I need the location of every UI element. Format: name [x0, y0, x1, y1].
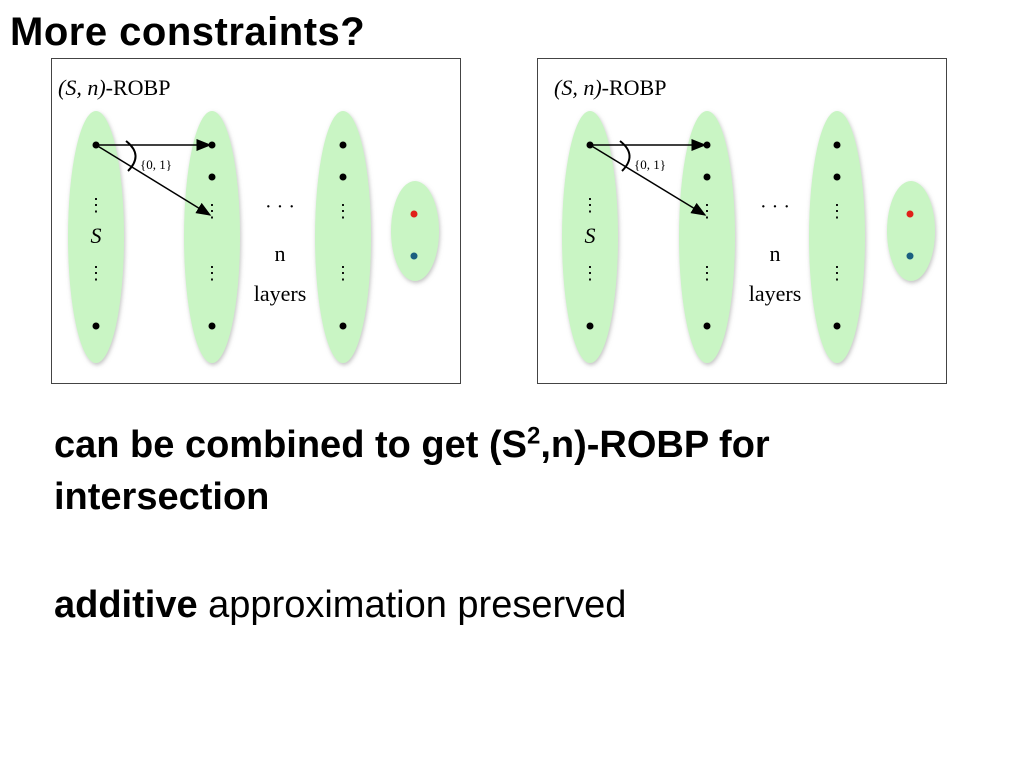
edge-label: {0, 1} [634, 157, 666, 172]
layer-n-ellipse [809, 111, 865, 363]
state-node [208, 173, 216, 181]
vertical-ellipsis: ⋮ [203, 263, 221, 283]
panel-label-suffix: -ROBP [106, 75, 171, 100]
body-line-3: additive approximation preserved [54, 580, 626, 630]
accept-node [410, 210, 418, 218]
horizontal-ellipsis: · · · [760, 196, 790, 218]
vertical-ellipsis: ⋮ [203, 201, 221, 221]
reject-node [410, 252, 418, 260]
output-ellipse [887, 181, 935, 281]
layers-label: layers [749, 281, 802, 306]
vertical-ellipsis: ⋮ [581, 195, 599, 215]
body-line-3-bold: additive [54, 584, 198, 626]
slide-title: More constraints? [10, 10, 366, 54]
vertical-ellipsis: ⋮ [581, 263, 599, 283]
layer-1-ellipse [68, 111, 124, 363]
body-line-2: intersection [54, 476, 270, 518]
vertical-ellipsis: ⋮ [698, 201, 716, 221]
state-node [339, 173, 347, 181]
layers-label: layers [254, 281, 307, 306]
vertical-ellipsis: ⋮ [828, 201, 846, 221]
layer-2-ellipse [679, 111, 735, 363]
state-label: S [585, 223, 596, 248]
output-ellipse [391, 181, 439, 281]
vertical-ellipsis: ⋮ [87, 263, 105, 283]
accept-node [906, 210, 914, 218]
robp-diagram-right: (S, n)-ROBP ⋮ S ⋮ ⋮ ⋮ ⋮ ⋮ {0, 1} · · · n… [537, 58, 947, 384]
n-label: n [275, 241, 286, 266]
choice-brace-icon [619, 140, 631, 172]
robp-svg-left: (S, n)-ROBP ⋮ S ⋮ ⋮ ⋮ ⋮ ⋮ {0, 1} · · · [58, 75, 439, 363]
state-node [833, 173, 841, 181]
panel-label-prefix: (S, n) [58, 75, 106, 100]
vertical-ellipsis: ⋮ [698, 263, 716, 283]
svg-text:(S, n)-ROBP: (S, n)-ROBP [58, 75, 170, 100]
reject-node [906, 252, 914, 260]
layer-1-ellipse [562, 111, 618, 363]
vertical-ellipsis: ⋮ [334, 263, 352, 283]
body-line-3-rest: approximation preserved [197, 584, 627, 626]
body-line-1: can be combined to get (S2,n)-ROBP for [54, 420, 770, 470]
edge-label: {0, 1} [140, 157, 172, 172]
state-label: S [91, 223, 102, 248]
state-node [339, 322, 347, 330]
panel-label-prefix: (S, n) [554, 75, 602, 100]
state-node [92, 322, 100, 330]
state-node [208, 322, 216, 330]
vertical-ellipsis: ⋮ [334, 201, 352, 221]
n-label: n [770, 241, 781, 266]
vertical-ellipsis: ⋮ [828, 263, 846, 283]
horizontal-ellipsis: · · · [265, 196, 295, 218]
svg-text:(S, n)-ROBP: (S, n)-ROBP [554, 75, 666, 100]
body-line-1-text: can be combined to get (S [54, 424, 527, 466]
state-node [703, 173, 711, 181]
panel-label-suffix: -ROBP [602, 75, 667, 100]
transition-arrow [589, 144, 707, 216]
body-line-1-rest: ,n)-ROBP for [540, 424, 770, 466]
layer-2-ellipse [184, 111, 240, 363]
robp-svg-right: (S, n)-ROBP ⋮ S ⋮ ⋮ ⋮ ⋮ ⋮ {0, 1} · · · n… [554, 75, 935, 363]
robp-diagram-left: (S, n)-ROBP ⋮ S ⋮ ⋮ ⋮ ⋮ ⋮ {0, 1} · · · [51, 58, 461, 384]
state-node [703, 322, 711, 330]
layer-n-ellipse [315, 111, 371, 363]
state-node [833, 322, 841, 330]
choice-brace-icon [125, 140, 137, 172]
body-line-1-sup: 2 [526, 422, 541, 450]
state-node [833, 141, 841, 149]
transition-arrow [95, 144, 212, 216]
state-node [339, 141, 347, 149]
vertical-ellipsis: ⋮ [87, 195, 105, 215]
state-node [586, 322, 594, 330]
